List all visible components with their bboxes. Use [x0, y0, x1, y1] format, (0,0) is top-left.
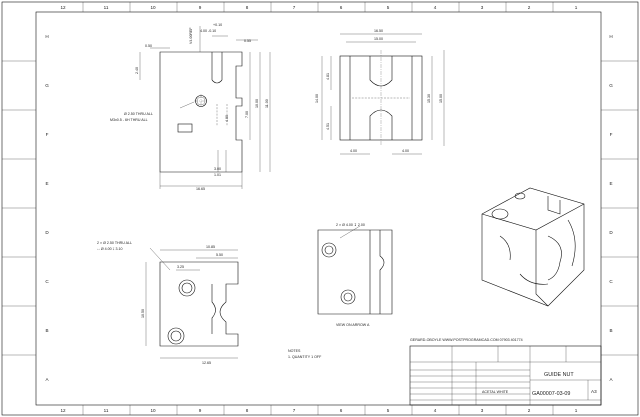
col-label: 9	[199, 408, 202, 413]
counterbore-hole	[178, 279, 196, 297]
col-label: 6	[340, 408, 343, 413]
dim-1500: 15.00	[374, 37, 383, 41]
col-label: 8	[246, 5, 249, 10]
col-label: 4	[434, 5, 437, 10]
row-label: D	[609, 230, 613, 235]
dim-1000: 10.00	[255, 99, 259, 108]
col-label: 5	[387, 408, 390, 413]
side-view	[321, 33, 445, 155]
dim-1050: 10.50	[141, 309, 145, 318]
col-label: 1	[575, 408, 578, 413]
dim-1500v: 15.00	[439, 94, 443, 103]
dim-1100: 11.00	[265, 99, 269, 108]
dim-400: 4.00	[225, 115, 229, 122]
col-label: 6	[340, 5, 343, 10]
row-label: A	[45, 377, 49, 382]
dim-width: 16.65	[196, 187, 205, 191]
col-label: 7	[293, 408, 296, 413]
arrow-a-view	[317, 225, 393, 315]
dim-481b: 4.51	[326, 123, 330, 130]
row-label: C	[609, 279, 613, 284]
row-label: A	[609, 377, 613, 382]
dim-101: 1.01	[214, 173, 221, 177]
notes-heading: NOTES	[288, 349, 301, 353]
company-line: GERARD-OBOYLE WWW.POSTPROGRAMCAD.COM 079…	[410, 338, 523, 342]
hole-note-2: M3x0.5 - 6H THRU ALL	[110, 118, 148, 122]
dim-tol-plus: +0.10	[213, 23, 222, 27]
row-label: E	[45, 181, 48, 186]
dim-400b: 4.00	[402, 149, 409, 153]
col-label: 11	[104, 408, 109, 413]
row-label: F	[46, 132, 49, 137]
col-label: 10	[150, 5, 156, 10]
col-label: 10	[150, 408, 156, 413]
col-label: 5	[387, 5, 390, 10]
isometric-view	[481, 187, 585, 307]
row-label: E	[609, 181, 612, 186]
dim-240: 2.40	[135, 67, 139, 74]
dim-tol-main: 4.00 -0.10	[200, 29, 216, 33]
title-block-drawing-number: GA00007-03-09	[532, 391, 570, 397]
dim-v-ref: V4.00REF	[189, 27, 193, 44]
dim-400a: 4.00	[350, 149, 357, 153]
col-label: 7	[293, 5, 296, 10]
row-label: H	[45, 34, 48, 39]
row-labels-right: H G F E D C B A	[609, 34, 613, 382]
column-labels-bottom: 12 11 10 9 8 7 6 5 4 3 2 1	[60, 408, 577, 413]
hole-note-1: Ø 2.50 THRU ALL	[124, 112, 153, 116]
inner-border	[35, 11, 602, 406]
col-label: 12	[60, 408, 66, 413]
cb-note-1: 2 × Ø 2.50 THRU ALL	[97, 241, 132, 245]
col-label: 4	[434, 408, 437, 413]
column-labels-top: 12 11 10 9 8 7 6 5 4 3 2 1	[60, 5, 577, 10]
title-block-material: ACETAL WHITE	[482, 390, 509, 394]
title-block-title: GUIDE NUT	[544, 372, 574, 378]
col-label: 11	[104, 5, 109, 10]
dim-1650: 16.50	[374, 29, 383, 33]
dim-1530: 15.30	[427, 94, 431, 103]
dim-700: 7.00	[245, 111, 249, 118]
dim-050: 0.50	[145, 44, 152, 48]
title-block	[409, 345, 602, 406]
row-label: G	[609, 83, 613, 88]
col-label: 9	[199, 5, 202, 10]
cb-note-2: ⌴ Ø 4.00 ↧ 3.10	[97, 247, 122, 251]
arrow-a-note: 2 × Ø 4.00 ↧ 2.00	[336, 223, 365, 227]
col-label: 1	[575, 5, 578, 10]
row-label: B	[45, 328, 48, 333]
col-label: 2	[528, 5, 531, 10]
col-label: 2	[528, 408, 531, 413]
dim-300: 3.00	[214, 167, 221, 171]
row-label: C	[45, 279, 49, 284]
arrow-a-caption: VIEW ON ARROW A	[336, 323, 370, 327]
row-label: F	[610, 132, 613, 137]
row-label: H	[609, 34, 612, 39]
row-label: D	[45, 230, 49, 235]
notes-line-1: 1. QUANTITY 1 OFF	[288, 355, 322, 359]
col-label: 8	[246, 408, 249, 413]
row-label: G	[45, 83, 49, 88]
bottom-view	[145, 247, 239, 359]
col-label: 12	[60, 5, 66, 10]
front-view	[139, 26, 271, 189]
row-label: B	[609, 328, 612, 333]
dim-1400: 14.00	[315, 94, 319, 103]
title-block-size: A3	[591, 389, 597, 394]
dim-481a: 4.81	[326, 73, 330, 80]
dim-1085: 10.85	[206, 245, 215, 249]
col-label: 3	[481, 5, 484, 10]
dim-550: 5.50	[216, 253, 223, 257]
dim-055: 0.55	[244, 39, 251, 43]
dim-325: 3.25	[177, 265, 184, 269]
dim-1265: 12.65	[202, 361, 211, 365]
counterbore-hole	[167, 327, 185, 345]
col-label: 3	[481, 408, 484, 413]
row-labels-left: H G F E D C B A	[45, 34, 49, 382]
